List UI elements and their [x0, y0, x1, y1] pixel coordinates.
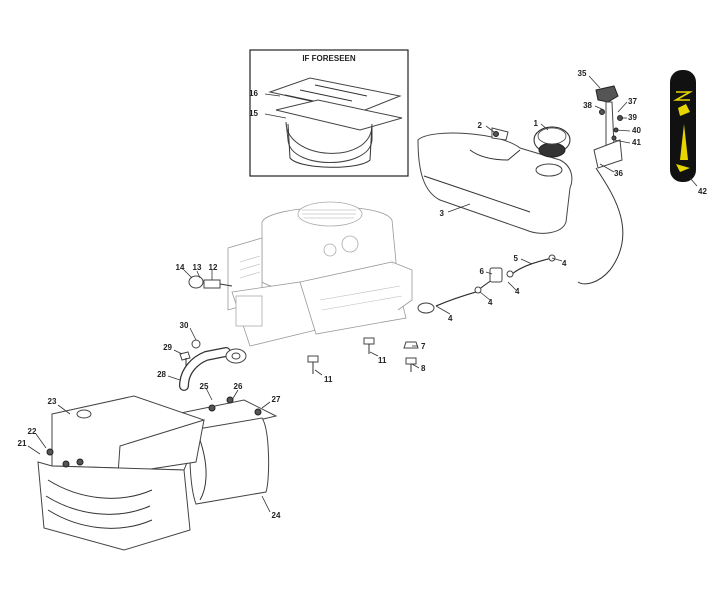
callout-3: 3 — [440, 209, 445, 218]
leader-lines — [27, 75, 698, 513]
fuel-tank-icon — [417, 132, 573, 234]
callout-4-c: 4 — [488, 298, 493, 307]
callout-7: 7 — [421, 342, 426, 351]
callout-4-d: 4 — [448, 314, 453, 323]
callout-labels: 16 15 2 1 3 35 38 37 39 40 41 36 42 14 1… — [18, 69, 708, 520]
fuel-cap-icon — [533, 126, 571, 158]
callout-2: 2 — [478, 121, 483, 130]
callout-14: 14 — [176, 263, 185, 272]
callout-1: 1 — [534, 119, 539, 128]
callout-25: 25 — [200, 382, 209, 391]
callout-4-b: 4 — [515, 287, 520, 296]
callout-13: 13 — [193, 263, 202, 272]
callout-26: 26 — [234, 382, 243, 391]
callout-15: 15 — [249, 109, 258, 118]
callout-35: 35 — [578, 69, 587, 78]
callout-38: 38 — [583, 101, 592, 110]
callout-36: 36 — [614, 169, 623, 178]
fuel-line-icon — [417, 254, 556, 314]
callout-27: 27 — [272, 395, 281, 404]
inset-title: IF FORESEEN — [302, 54, 356, 63]
callout-11-b: 11 — [378, 356, 387, 365]
inset-box: IF FORESEEN — [249, 49, 409, 177]
callout-40: 40 — [632, 126, 641, 135]
callout-23: 23 — [48, 397, 57, 406]
callout-21: 21 — [18, 439, 27, 448]
callout-8: 8 — [421, 364, 426, 373]
throttle-lever-icon — [593, 85, 623, 169]
callout-29: 29 — [163, 343, 172, 352]
decal-icon — [670, 70, 696, 182]
exhaust-pipe-icon — [179, 339, 247, 391]
callout-6: 6 — [480, 267, 485, 276]
callout-11-a: 11 — [324, 375, 333, 384]
callout-16: 16 — [249, 89, 258, 98]
callout-28: 28 — [157, 370, 166, 379]
callout-37: 37 — [628, 97, 637, 106]
muffler-guard-icon — [37, 395, 205, 551]
callout-30: 30 — [180, 321, 189, 330]
callout-12: 12 — [209, 263, 218, 272]
callout-41: 41 — [632, 138, 641, 147]
engine-icon — [227, 201, 413, 347]
callout-42: 42 — [698, 187, 707, 196]
callout-24: 24 — [272, 511, 281, 520]
callout-22: 22 — [28, 427, 37, 436]
callout-39: 39 — [628, 113, 637, 122]
callout-5: 5 — [514, 254, 519, 263]
callout-4-a: 4 — [562, 259, 567, 268]
bolt-icon — [307, 337, 419, 374]
spacer-parts-icon — [188, 275, 233, 289]
